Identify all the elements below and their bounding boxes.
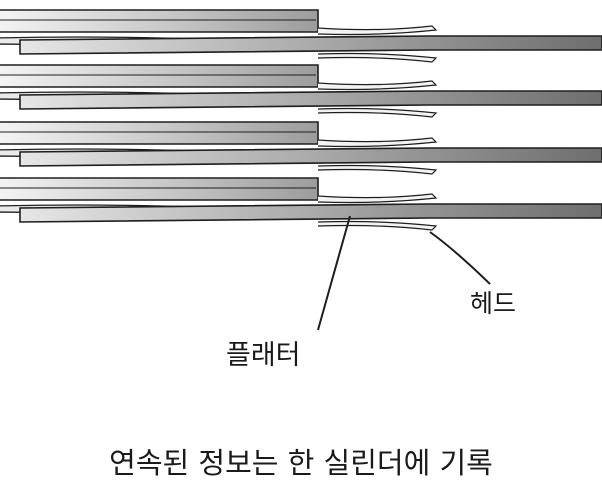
read-write-head xyxy=(317,52,438,63)
head-arm-stack xyxy=(19,25,602,231)
platter-label: 플래터 xyxy=(226,340,301,371)
read-write-head xyxy=(317,25,438,36)
platter-leader-line xyxy=(317,215,351,331)
head-arm xyxy=(19,203,602,223)
platter xyxy=(0,64,319,88)
platter xyxy=(0,9,319,33)
read-write-head xyxy=(317,220,438,231)
read-write-head xyxy=(317,107,438,118)
caption: 연속된 정보는 한 실린더에 기록 xyxy=(109,446,493,480)
head-arm xyxy=(19,147,602,167)
read-write-head xyxy=(317,164,438,175)
head-label: 헤드 xyxy=(470,289,516,318)
read-write-head xyxy=(317,193,438,204)
leader-lines xyxy=(317,215,491,331)
head-arm xyxy=(19,90,602,110)
read-write-head xyxy=(317,137,438,148)
platter xyxy=(0,177,319,201)
read-write-head xyxy=(317,80,438,91)
head-leader-line xyxy=(429,231,491,285)
platter xyxy=(0,121,319,145)
head-arm xyxy=(19,35,602,55)
